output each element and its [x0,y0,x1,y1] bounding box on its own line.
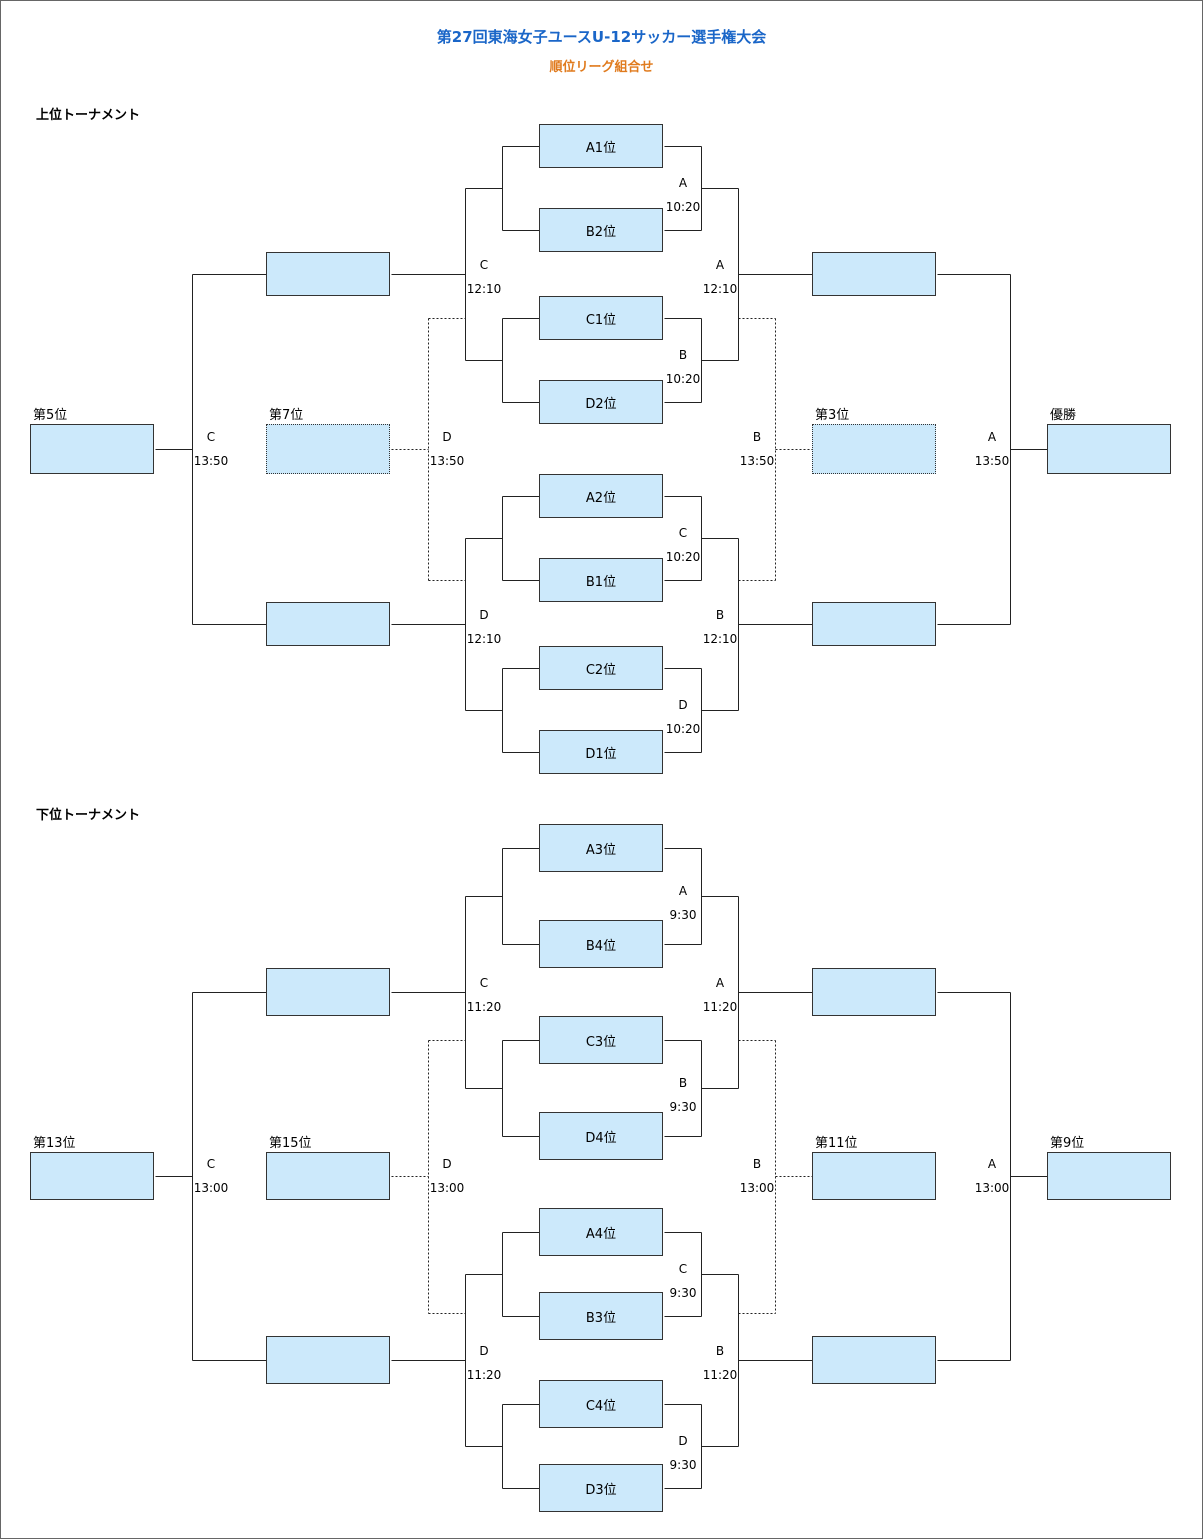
place-label-left-final: 第5位 [33,408,68,423]
seed-box-8: D1位 [539,730,663,774]
match-r1-2-court: B [678,1076,688,1090]
seed-box-4: D2位 [539,380,663,424]
page-subtitle: 順位リーグ組合せ [549,60,654,75]
match-final-left-time: 13:00 [193,1181,229,1195]
seed-box-1: A1位 [539,124,663,168]
match-sf-left-top-court: C [479,258,489,272]
match-r1-1-time: 10:20 [665,200,701,214]
match-r1-1-court: A [678,884,688,898]
place-label-right-mid: 第11位 [815,1136,858,1151]
semi-box-left-top [266,968,390,1016]
match-sf-left-bottom-court: D [479,1344,489,1358]
match-sf-right-top-court: A [715,976,725,990]
match-final-left-time: 13:50 [193,454,229,468]
match-final-left-court: C [206,1157,216,1171]
semi-box-right-bottom [812,1336,936,1384]
semi-box-left-bottom [266,602,390,646]
match-mid-right-court: B [752,1157,762,1171]
match-sf-right-top-time: 12:10 [702,282,738,296]
match-final-right-time: 13:50 [974,454,1010,468]
match-r1-3-time: 9:30 [669,1286,697,1300]
match-sf-right-top-court: A [715,258,725,272]
match-final-right-court: A [987,1157,997,1171]
match-mid-left-court: D [442,430,452,444]
seed-box-2: B4位 [539,920,663,968]
seed-box-6: B3位 [539,1292,663,1340]
match-sf-right-bottom-time: 12:10 [702,632,738,646]
match-sf-left-bottom-court: D [479,608,489,622]
seed-box-5: A2位 [539,474,663,518]
match-r1-3-court: C [678,1262,688,1276]
match-mid-left-time: 13:50 [429,454,465,468]
match-r1-1-court: A [678,176,688,190]
semi-box-right-top [812,968,936,1016]
final-box-left [30,424,154,474]
match-sf-right-bottom-court: B [715,608,725,622]
match-final-left-court: C [206,430,216,444]
match-mid-right-time: 13:50 [739,454,775,468]
place-label-right-mid: 第3位 [815,408,850,423]
match-r1-4-time: 9:30 [669,1458,697,1472]
place-label-left-mid: 第15位 [269,1136,312,1151]
seed-box-8: D3位 [539,1464,663,1512]
mid-box-right [812,1152,936,1200]
seed-box-7: C4位 [539,1380,663,1428]
mid-box-right [812,424,936,474]
final-box-right [1047,424,1171,474]
match-r1-2-time: 9:30 [669,1100,697,1114]
seed-box-4: D4位 [539,1112,663,1160]
match-sf-right-bottom-court: B [715,1344,725,1358]
page-title: 第27回東海女子ユースU-12サッカー選手権大会 [436,28,767,46]
match-sf-left-bottom-time: 11:20 [466,1368,502,1382]
semi-box-right-bottom [812,602,936,646]
match-sf-right-bottom-time: 11:20 [702,1368,738,1382]
match-r1-3-court: C [678,526,688,540]
seed-box-5: A4位 [539,1208,663,1256]
seed-box-2: B2位 [539,208,663,252]
match-r1-2-court: B [678,348,688,362]
place-label-right-final: 優勝 [1050,408,1077,423]
seed-box-1: A3位 [539,824,663,872]
match-r1-4-time: 10:20 [665,722,701,736]
match-mid-right-time: 13:00 [739,1181,775,1195]
match-sf-left-top-time: 12:10 [466,282,502,296]
seed-box-6: B1位 [539,558,663,602]
semi-box-left-top [266,252,390,296]
match-sf-right-top-time: 11:20 [702,1000,738,1014]
match-final-right-time: 13:00 [974,1181,1010,1195]
lower-heading: 下位トーナメント [36,808,141,823]
final-box-right [1047,1152,1171,1200]
match-r1-1-time: 9:30 [669,908,697,922]
place-label-left-mid: 第7位 [269,408,304,423]
match-r1-4-court: D [678,698,688,712]
match-final-right-court: A [987,430,997,444]
match-sf-left-top-time: 11:20 [466,1000,502,1014]
match-r1-2-time: 10:20 [665,372,701,386]
match-sf-left-top-court: C [479,976,489,990]
match-sf-left-bottom-time: 12:10 [466,632,502,646]
place-label-right-final: 第9位 [1050,1136,1085,1151]
upper-heading: 上位トーナメント [36,108,141,123]
mid-box-left [266,424,390,474]
match-mid-right-court: B [752,430,762,444]
final-box-left [30,1152,154,1200]
semi-box-right-top [812,252,936,296]
seed-box-3: C1位 [539,296,663,340]
match-r1-4-court: D [678,1434,688,1448]
mid-box-left [266,1152,390,1200]
match-mid-left-court: D [442,1157,452,1171]
seed-box-3: C3位 [539,1016,663,1064]
semi-box-left-bottom [266,1336,390,1384]
place-label-left-final: 第13位 [33,1136,76,1151]
match-r1-3-time: 10:20 [665,550,701,564]
seed-box-7: C2位 [539,646,663,690]
match-mid-left-time: 13:00 [429,1181,465,1195]
